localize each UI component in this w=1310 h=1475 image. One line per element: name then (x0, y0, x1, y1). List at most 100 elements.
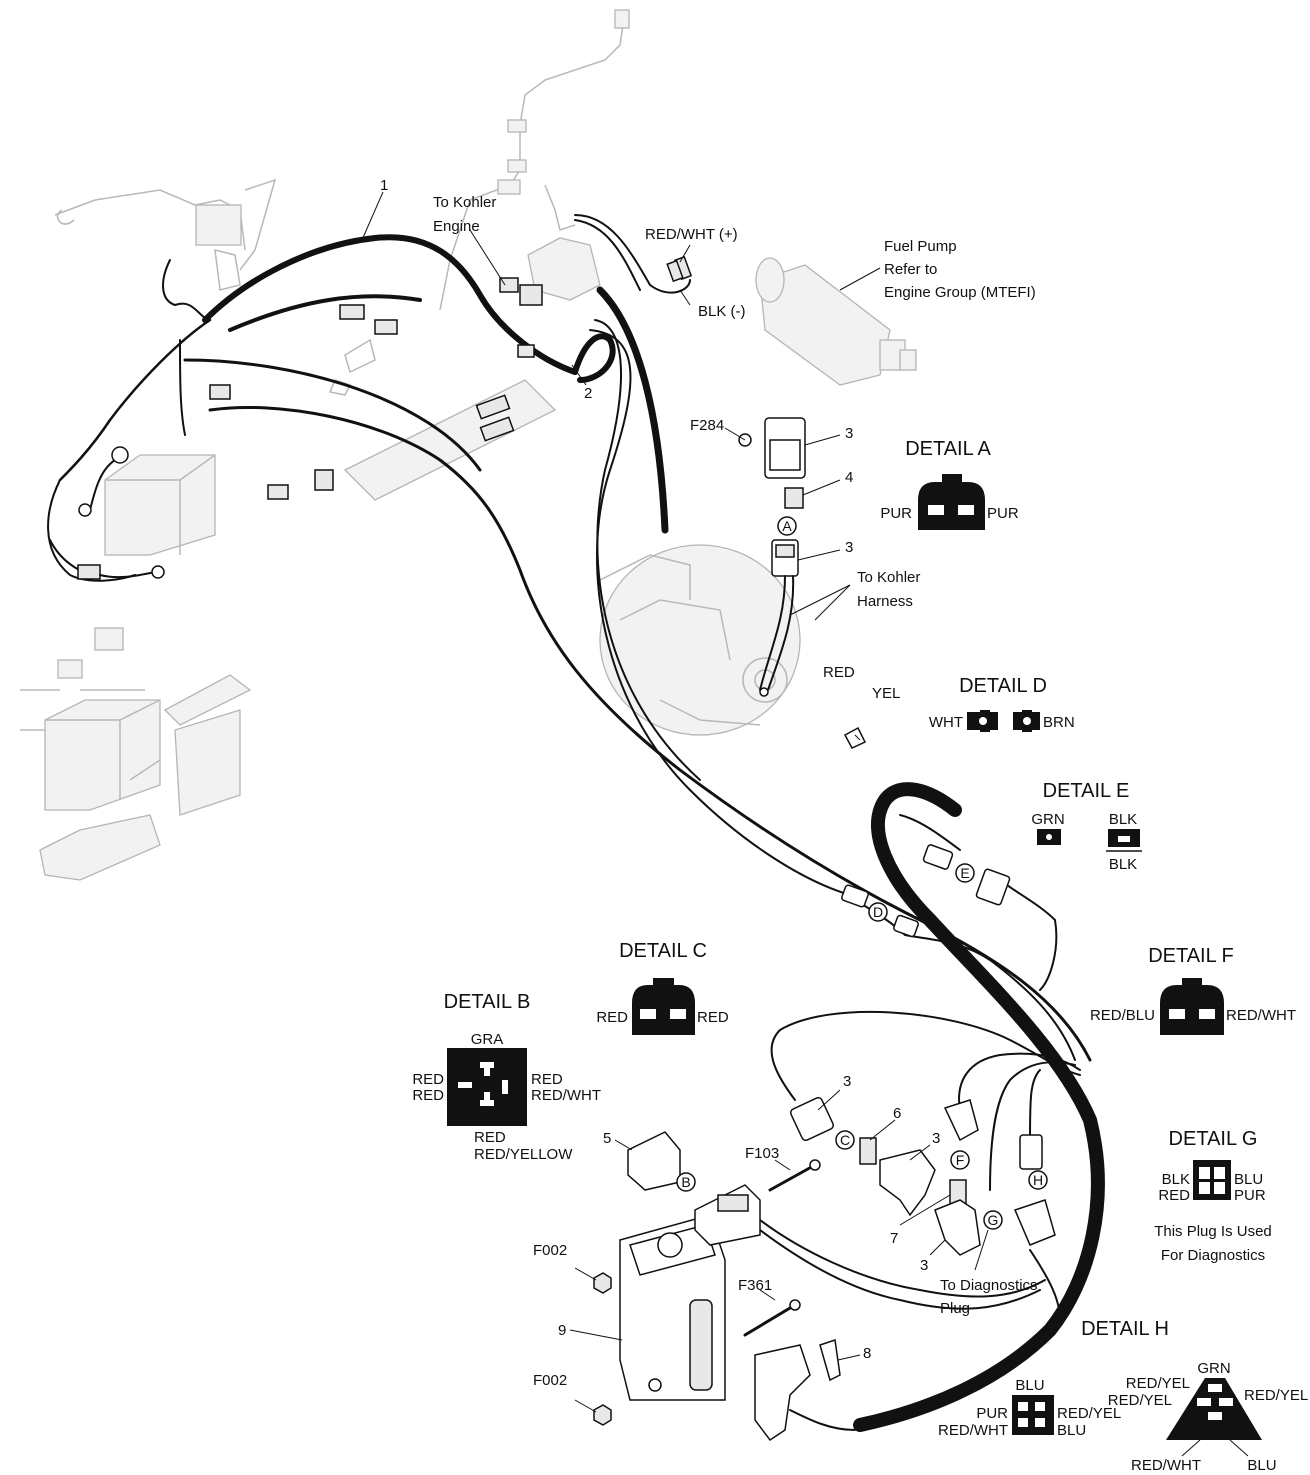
note-fuel-pump-2: Refer to (884, 261, 937, 278)
detail-h-left-top: BLU (1015, 1377, 1044, 1394)
connector-3-g (934, 1199, 981, 1256)
callout-3-a: 3 (845, 425, 853, 442)
leader-lines (361, 191, 989, 1413)
marker-c: C (840, 1132, 850, 1148)
detail-g-right-1: BLU (1234, 1171, 1263, 1188)
detail-h: DETAIL H BLU PUR RED/WHT RED/YEL BLU GRN… (938, 1318, 1308, 1474)
detail-h-left-right-1: RED/YEL (1057, 1405, 1121, 1422)
detail-g-note-2: For Diagnostics (1161, 1247, 1265, 1264)
detail-e-blk-top: BLK (1109, 811, 1137, 828)
marker-b: B (681, 1174, 690, 1190)
note-kohler-engine-1: To Kohler (433, 194, 496, 211)
callout-1: 1 (380, 177, 388, 194)
callout-3-d: 3 (932, 1130, 940, 1147)
marker-g: G (988, 1212, 999, 1228)
detail-b-bottom-1: RED (474, 1129, 506, 1146)
detail-e-blk-bottom: BLK (1109, 856, 1137, 873)
detail-g-left-1: BLK (1162, 1171, 1190, 1188)
detail-f-title: DETAIL F (1148, 945, 1234, 967)
label-f002-bottom: F002 (533, 1372, 567, 1389)
detail-d-right: BRN (1043, 714, 1075, 731)
detail-c-plug (632, 978, 695, 1035)
detail-a-title: DETAIL A (905, 438, 991, 460)
connector-e (922, 844, 1011, 906)
note-kohler-harness-1: To Kohler (857, 569, 920, 586)
connector-8 (754, 1339, 841, 1442)
detail-h-left-left-1: PUR (976, 1405, 1008, 1422)
detail-b-top: GRA (471, 1031, 504, 1048)
callout-5: 5 (603, 1130, 611, 1147)
detail-g-note-1: This Plug Is Used (1154, 1223, 1272, 1240)
marker-e: E (960, 865, 969, 881)
callouts: 1 2 3 4 3 3 6 3 7 3 5 9 8 (380, 177, 940, 1362)
callout-8: 8 (863, 1345, 871, 1362)
main-harness (47, 214, 1105, 1432)
connector-h (1019, 1134, 1043, 1170)
connector-3-c (789, 1096, 835, 1142)
connector-d (841, 884, 919, 938)
detail-a: DETAIL A PUR PUR (880, 438, 1019, 530)
label-f284: F284 (690, 417, 724, 434)
detail-d: DETAIL D WHT BRN (929, 675, 1075, 732)
fastener-labels: F284 F103 F361 F002 F002 (533, 417, 779, 1389)
detail-b-title: DETAIL B (444, 991, 531, 1013)
detail-a-left: PUR (880, 505, 912, 522)
detail-g-right-2: PUR (1234, 1187, 1266, 1204)
detail-c-title: DETAIL C (619, 940, 707, 962)
detail-h-right-bottom-left: RED/WHT (1131, 1457, 1201, 1474)
note-diagnostics-2: Plug (940, 1300, 970, 1317)
note-blk-minus: BLK (-) (698, 303, 746, 320)
harness-connectors (78, 255, 693, 579)
detail-b-left-1: RED (412, 1071, 444, 1088)
note-yel: YEL (872, 685, 900, 702)
ring-terminal-yel (843, 726, 867, 749)
detail-h-title: DETAIL H (1081, 1318, 1169, 1340)
detail-f-right: RED/WHT (1226, 1007, 1296, 1024)
detail-c-left: RED (596, 1009, 628, 1026)
fuse-holder-3 (879, 1149, 936, 1217)
callout-6: 6 (893, 1105, 901, 1122)
battery-upper-ghost (104, 454, 216, 556)
detail-b-right-1: RED (531, 1071, 563, 1088)
callout-2: 2 (584, 385, 592, 402)
connector-g (1013, 1199, 1056, 1246)
nut-f002-top (593, 1272, 612, 1294)
battery-lower-ghost (20, 627, 252, 881)
marker-a: A (782, 518, 792, 534)
detail-h-right-plug (1166, 1378, 1262, 1440)
note-kohler-harness-2: Harness (857, 593, 913, 610)
detail-b: DETAIL B GRA RED RED RED RED/WHT RED RED… (412, 991, 601, 1163)
fuse-6 (859, 1137, 877, 1165)
detail-g-plug (1193, 1160, 1231, 1200)
callout-4: 4 (845, 469, 853, 486)
detail-h-right-right: RED/YEL (1244, 1387, 1308, 1404)
detail-e-grn: GRN (1031, 811, 1064, 828)
nut-f002-bottom (593, 1404, 612, 1426)
callout-3-b: 3 (845, 539, 853, 556)
detail-g-title: DETAIL G (1169, 1128, 1258, 1150)
ecu-module (619, 1214, 726, 1401)
detail-h-right-left-1: RED/YEL (1126, 1375, 1190, 1392)
label-f361: F361 (738, 1277, 772, 1294)
callout-9: 9 (558, 1322, 566, 1339)
connector-f (943, 1099, 979, 1142)
detail-g: DETAIL G BLK RED BLU PUR This Plug Is Us… (1154, 1128, 1272, 1264)
note-fuel-pump-1: Fuel Pump (884, 238, 957, 255)
relay-5 (627, 1131, 681, 1191)
detail-h-right-top: GRN (1197, 1360, 1230, 1377)
starter-motor-ghost (599, 544, 801, 736)
detail-h-left-right-2: BLU (1057, 1422, 1086, 1439)
marker-f: F (956, 1152, 965, 1168)
detail-c: DETAIL C RED RED (596, 940, 729, 1035)
detail-h-right-bottom-right: BLU (1247, 1457, 1276, 1474)
notes: To Kohler Engine RED/WHT (+) BLK (-) Fue… (433, 194, 1038, 1317)
detail-h-right-left-2: RED/YEL (1108, 1392, 1172, 1409)
detail-b-bottom-2: RED/YELLOW (474, 1146, 573, 1163)
note-red: RED (823, 664, 855, 681)
fuel-pump-ghost (755, 257, 917, 386)
detail-g-left-2: RED (1158, 1187, 1190, 1204)
detail-e-title: DETAIL E (1043, 780, 1130, 802)
note-kohler-engine-2: Engine (433, 218, 480, 235)
battery-connector (77, 564, 101, 580)
detail-d-title: DETAIL D (959, 675, 1047, 697)
